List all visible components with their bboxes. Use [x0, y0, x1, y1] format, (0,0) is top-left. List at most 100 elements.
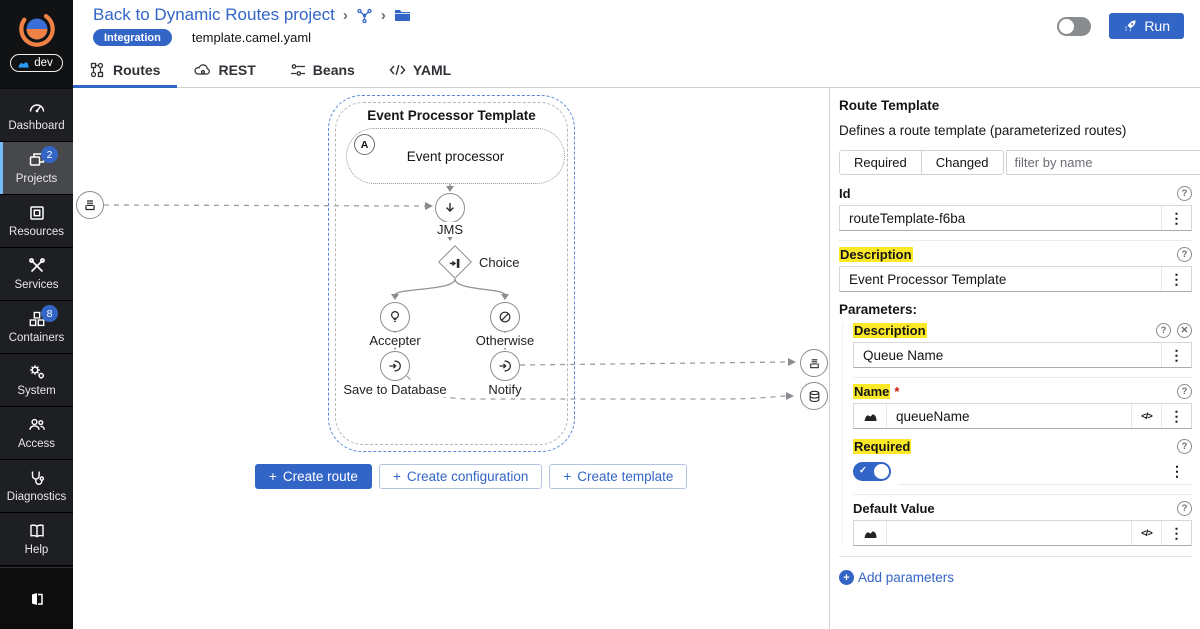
description-input[interactable]	[840, 267, 1161, 291]
sidebar-item-label: Help	[24, 544, 49, 556]
param-required-label: Required	[853, 439, 912, 454]
param-required-menu-button[interactable]: ⋮	[1162, 458, 1192, 484]
divider	[853, 377, 1192, 378]
step-save-node[interactable]	[380, 351, 410, 381]
add-parameters-link[interactable]: + Add parameters	[839, 570, 1192, 585]
view-tabs: Routes REST Beans YAML	[73, 54, 468, 88]
id-input[interactable]	[840, 206, 1161, 230]
description-menu-button[interactable]: ⋮	[1161, 267, 1191, 291]
tab-routes[interactable]: Routes	[73, 54, 178, 88]
param-required-toggle[interactable]: ✓	[853, 462, 891, 481]
toggle-knob	[1059, 18, 1075, 34]
help-icon[interactable]: ?	[1177, 501, 1192, 516]
folder-icon[interactable]	[394, 8, 411, 22]
kebab-icon: ⋮	[1169, 347, 1184, 363]
sidebar-item-diagnostics[interactable]: Diagnostics	[0, 460, 73, 512]
sidebar-item-label: Resources	[9, 226, 64, 238]
property-filter-toolbar: Required Changed ✕	[839, 150, 1200, 175]
id-menu-button[interactable]: ⋮	[1161, 206, 1191, 230]
outgoing-endpoint-node[interactable]	[800, 349, 828, 377]
step-jms-node[interactable]	[435, 193, 465, 223]
route-container	[335, 102, 568, 445]
remove-parameter-icon[interactable]: ✕	[1177, 323, 1192, 338]
help-icon[interactable]: ?	[1177, 384, 1192, 399]
step-label: Accepter	[366, 333, 424, 348]
chevron-right-icon: ›	[342, 6, 348, 24]
containers-count-badge: 8	[41, 305, 58, 322]
param-name-code-button[interactable]: </>	[1131, 404, 1161, 428]
param-description-menu-button[interactable]: ⋮	[1161, 343, 1191, 367]
run-mode-toggle[interactable]	[1057, 16, 1092, 36]
sidebar-item-containers[interactable]: 8 Containers	[0, 301, 73, 353]
divider	[839, 556, 1192, 557]
id-label: Id	[839, 186, 851, 201]
route-header-node[interactable]: A Event processor	[346, 128, 565, 184]
routes-icon	[90, 62, 104, 78]
filter-changed-button[interactable]: Changed	[920, 150, 1004, 175]
env-badge[interactable]: dev	[10, 54, 63, 72]
param-description-label: Description	[853, 323, 927, 338]
help-icon[interactable]: ?	[1177, 247, 1192, 262]
plus-icon: +	[392, 469, 401, 484]
camel-value-icon[interactable]	[854, 404, 887, 428]
sidebar-item-access[interactable]: Access	[0, 407, 73, 459]
sidebar-item-services[interactable]: Services	[0, 248, 73, 300]
param-required-extra: ⋮	[899, 458, 1192, 485]
step-label: Otherwise	[472, 333, 538, 348]
param-description-input[interactable]	[854, 343, 1161, 367]
help-icon[interactable]: ?	[1177, 186, 1192, 201]
step-choice-node[interactable]	[438, 245, 472, 279]
incoming-endpoint-node[interactable]	[76, 191, 104, 219]
sidebar-item-projects[interactable]: 2 Projects	[0, 142, 73, 194]
sidebar-item-label: Projects	[15, 173, 58, 185]
filter-by-name-input[interactable]	[1006, 155, 1199, 170]
tab-label: REST	[218, 62, 256, 78]
tab-beans[interactable]: Beans	[273, 54, 372, 87]
filter-required-button[interactable]: Required	[839, 150, 921, 175]
sidebar: dev Dashboard 2 Projects Resources Servi…	[0, 0, 73, 629]
check-icon: ✓	[859, 465, 867, 476]
step-notify-node[interactable]	[490, 351, 520, 381]
back-to-project-link[interactable]: Back to Dynamic Routes project	[93, 5, 335, 24]
param-required-row: ✓ ⋮	[853, 458, 1192, 485]
create-template-button[interactable]: + Create template	[549, 464, 688, 489]
kebab-icon: ⋮	[1170, 463, 1184, 479]
step-when-node[interactable]	[380, 302, 410, 332]
logout-door-icon[interactable]	[28, 590, 46, 608]
plus-circle-icon: +	[839, 570, 854, 585]
sidebar-item-resources[interactable]: Resources	[0, 195, 73, 247]
param-name-menu-button[interactable]: ⋮	[1161, 404, 1191, 428]
sidebar-item-system[interactable]: System	[0, 354, 73, 406]
param-name-label: Name	[853, 384, 891, 399]
tab-yaml[interactable]: YAML	[372, 54, 468, 87]
tab-rest[interactable]: REST	[177, 54, 272, 87]
step-otherwise-node[interactable]	[490, 302, 520, 332]
side-nav: Dashboard 2 Projects Resources Services …	[0, 89, 73, 566]
help-icon[interactable]: ?	[1156, 323, 1171, 338]
sliders-icon	[290, 64, 305, 76]
tab-label: YAML	[412, 62, 452, 78]
kebab-icon: ⋮	[1169, 525, 1184, 541]
param-default-group: </> ⋮	[853, 520, 1192, 546]
run-controls: Run	[1057, 13, 1184, 39]
kebab-icon: ⋮	[1169, 408, 1184, 424]
param-default-input[interactable]	[887, 521, 1131, 545]
help-icon[interactable]: ?	[1177, 439, 1192, 454]
kebab-icon: ⋮	[1169, 271, 1184, 287]
param-default-code-button[interactable]: </>	[1131, 521, 1161, 545]
create-configuration-button[interactable]: + Create configuration	[378, 464, 543, 489]
camel-value-icon[interactable]	[854, 521, 887, 545]
sidebar-item-help[interactable]: Help	[0, 513, 73, 565]
sidebar-item-label: Diagnostics	[6, 491, 67, 503]
create-route-button[interactable]: + Create route	[255, 464, 372, 489]
filter-input-wrap: ✕	[1005, 150, 1200, 175]
sidebar-item-dashboard[interactable]: Dashboard	[0, 89, 73, 141]
param-default-menu-button[interactable]: ⋮	[1161, 521, 1191, 545]
route-template-container[interactable]	[328, 95, 575, 452]
route-designer-canvas: Event Processor Template A Event process…	[73, 88, 829, 629]
run-button[interactable]: Run	[1109, 13, 1184, 39]
integration-badge: Integration	[93, 29, 172, 46]
file-line: Integration template.camel.yaml	[93, 29, 311, 46]
param-name-input[interactable]	[887, 404, 1131, 428]
database-endpoint-node[interactable]	[800, 382, 828, 410]
